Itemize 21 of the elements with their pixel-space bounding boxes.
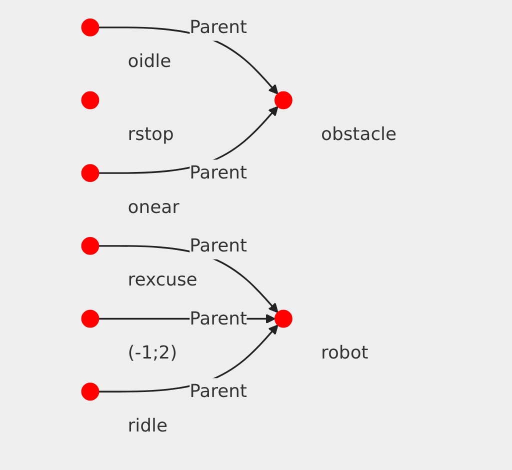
node-circle: [81, 310, 100, 328]
node-circle: [274, 310, 292, 328]
node-label: (-1;2): [128, 342, 178, 364]
edge-label: Parent: [190, 380, 248, 402]
node-circle: [81, 91, 100, 110]
node-circle: [81, 164, 100, 182]
node-label: obstacle: [320, 123, 397, 145]
edge-label: Parent: [190, 16, 248, 38]
edge-label: Parent: [190, 162, 248, 184]
node-label: ridle: [128, 414, 168, 436]
node-label: rexcuse: [128, 268, 198, 290]
node-circle: [274, 91, 292, 110]
node-circle: [81, 382, 100, 401]
edge-label: Parent: [190, 308, 248, 329]
node-label: onear: [128, 196, 180, 218]
edge-label: Parent: [190, 234, 248, 256]
node-label: rstop: [128, 123, 174, 145]
node-circle: [81, 236, 100, 255]
node-label: oidle: [128, 50, 172, 72]
node-circle: [81, 18, 100, 36]
node-label: robot: [320, 342, 368, 364]
